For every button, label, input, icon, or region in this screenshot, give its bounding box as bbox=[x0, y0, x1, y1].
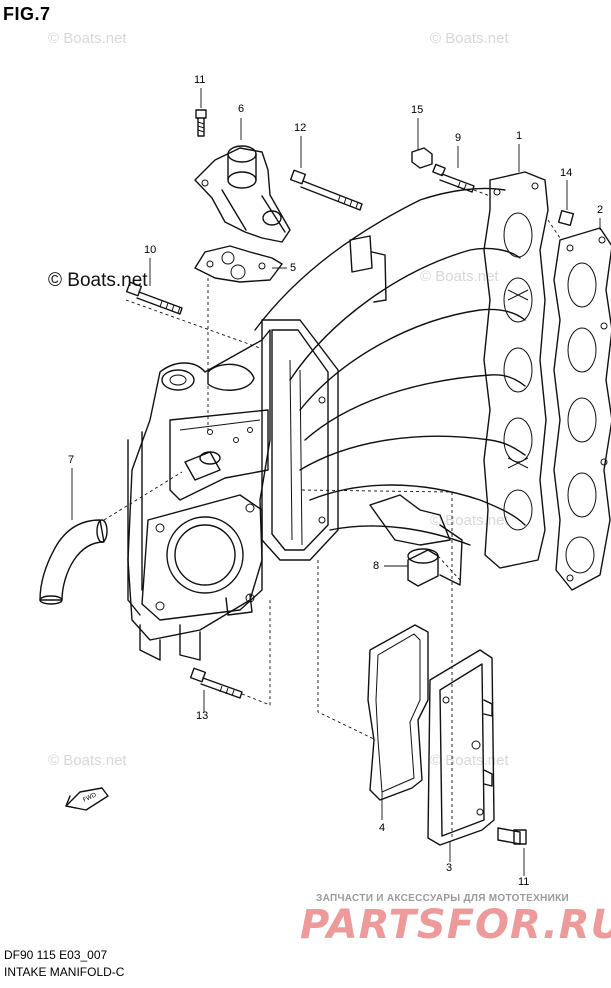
callout-2: 2 bbox=[597, 204, 604, 216]
fwd-label: FWD bbox=[82, 791, 98, 803]
part-2-gasket bbox=[553, 227, 611, 591]
watermark-main: © Boats.net bbox=[48, 270, 148, 291]
leader-lines bbox=[71, 88, 601, 876]
part-6-valve bbox=[194, 145, 291, 243]
part-1-intake-manifold bbox=[254, 171, 549, 586]
figure-title: FIG.7 bbox=[3, 4, 51, 24]
part-11-bolt-bottom bbox=[497, 827, 527, 845]
callout-10: 10 bbox=[144, 244, 157, 256]
part-7-hose bbox=[39, 519, 108, 605]
banner-logo: PARTSFOR.RU bbox=[300, 902, 611, 948]
watermark-center-right: © Boats.net bbox=[430, 512, 509, 529]
callout-1: 1 bbox=[516, 130, 523, 142]
callout-3: 3 bbox=[446, 862, 453, 874]
part-14-dowel bbox=[557, 209, 575, 227]
watermark-middle-right: © Boats.net bbox=[420, 268, 499, 285]
callout-11-bottom: 11 bbox=[518, 876, 530, 888]
callout-12: 12 bbox=[294, 122, 307, 134]
watermark-lower-right: © Boats.net bbox=[430, 752, 509, 769]
part-9-stud bbox=[432, 163, 475, 193]
callout-7: 7 bbox=[68, 454, 75, 466]
part-15-nut bbox=[411, 147, 433, 169]
part-10-bolt bbox=[125, 281, 183, 315]
part-3-cover bbox=[427, 649, 495, 846]
fwd-arrow-icon: FWD bbox=[65, 787, 109, 811]
part-4-cover-gasket bbox=[367, 624, 429, 801]
throttle-body-housing bbox=[127, 329, 271, 661]
callout-13: 13 bbox=[196, 710, 209, 722]
callout-9: 9 bbox=[455, 132, 462, 144]
callout-14: 14 bbox=[560, 167, 573, 179]
callout-5: 5 bbox=[290, 262, 297, 274]
part-11-bolt-top bbox=[195, 109, 207, 137]
callout-11-top: 11 bbox=[194, 74, 206, 86]
callout-4: 4 bbox=[379, 822, 386, 834]
part-13-bolt bbox=[189, 667, 243, 699]
watermark-lower-left: © Boats.net bbox=[48, 752, 127, 769]
part-12-bolt bbox=[289, 169, 363, 211]
banner-tagline: ЗАПЧАСТИ И АКСЕССУАРЫ ДЛЯ МОТОТЕХНИКИ bbox=[316, 893, 569, 904]
callout-8: 8 bbox=[373, 560, 380, 572]
watermark-top-left: © Boats.net bbox=[48, 30, 127, 47]
watermark-top-right: © Boats.net bbox=[430, 30, 509, 47]
callout-6: 6 bbox=[238, 103, 245, 115]
part-5-gasket bbox=[194, 245, 283, 283]
part-8-collar bbox=[407, 548, 439, 587]
diagram-code: DF90 115 E03_007 bbox=[4, 948, 108, 962]
callout-15: 15 bbox=[411, 104, 424, 116]
diagram-title: INTAKE MANIFOLD-C bbox=[4, 965, 125, 979]
